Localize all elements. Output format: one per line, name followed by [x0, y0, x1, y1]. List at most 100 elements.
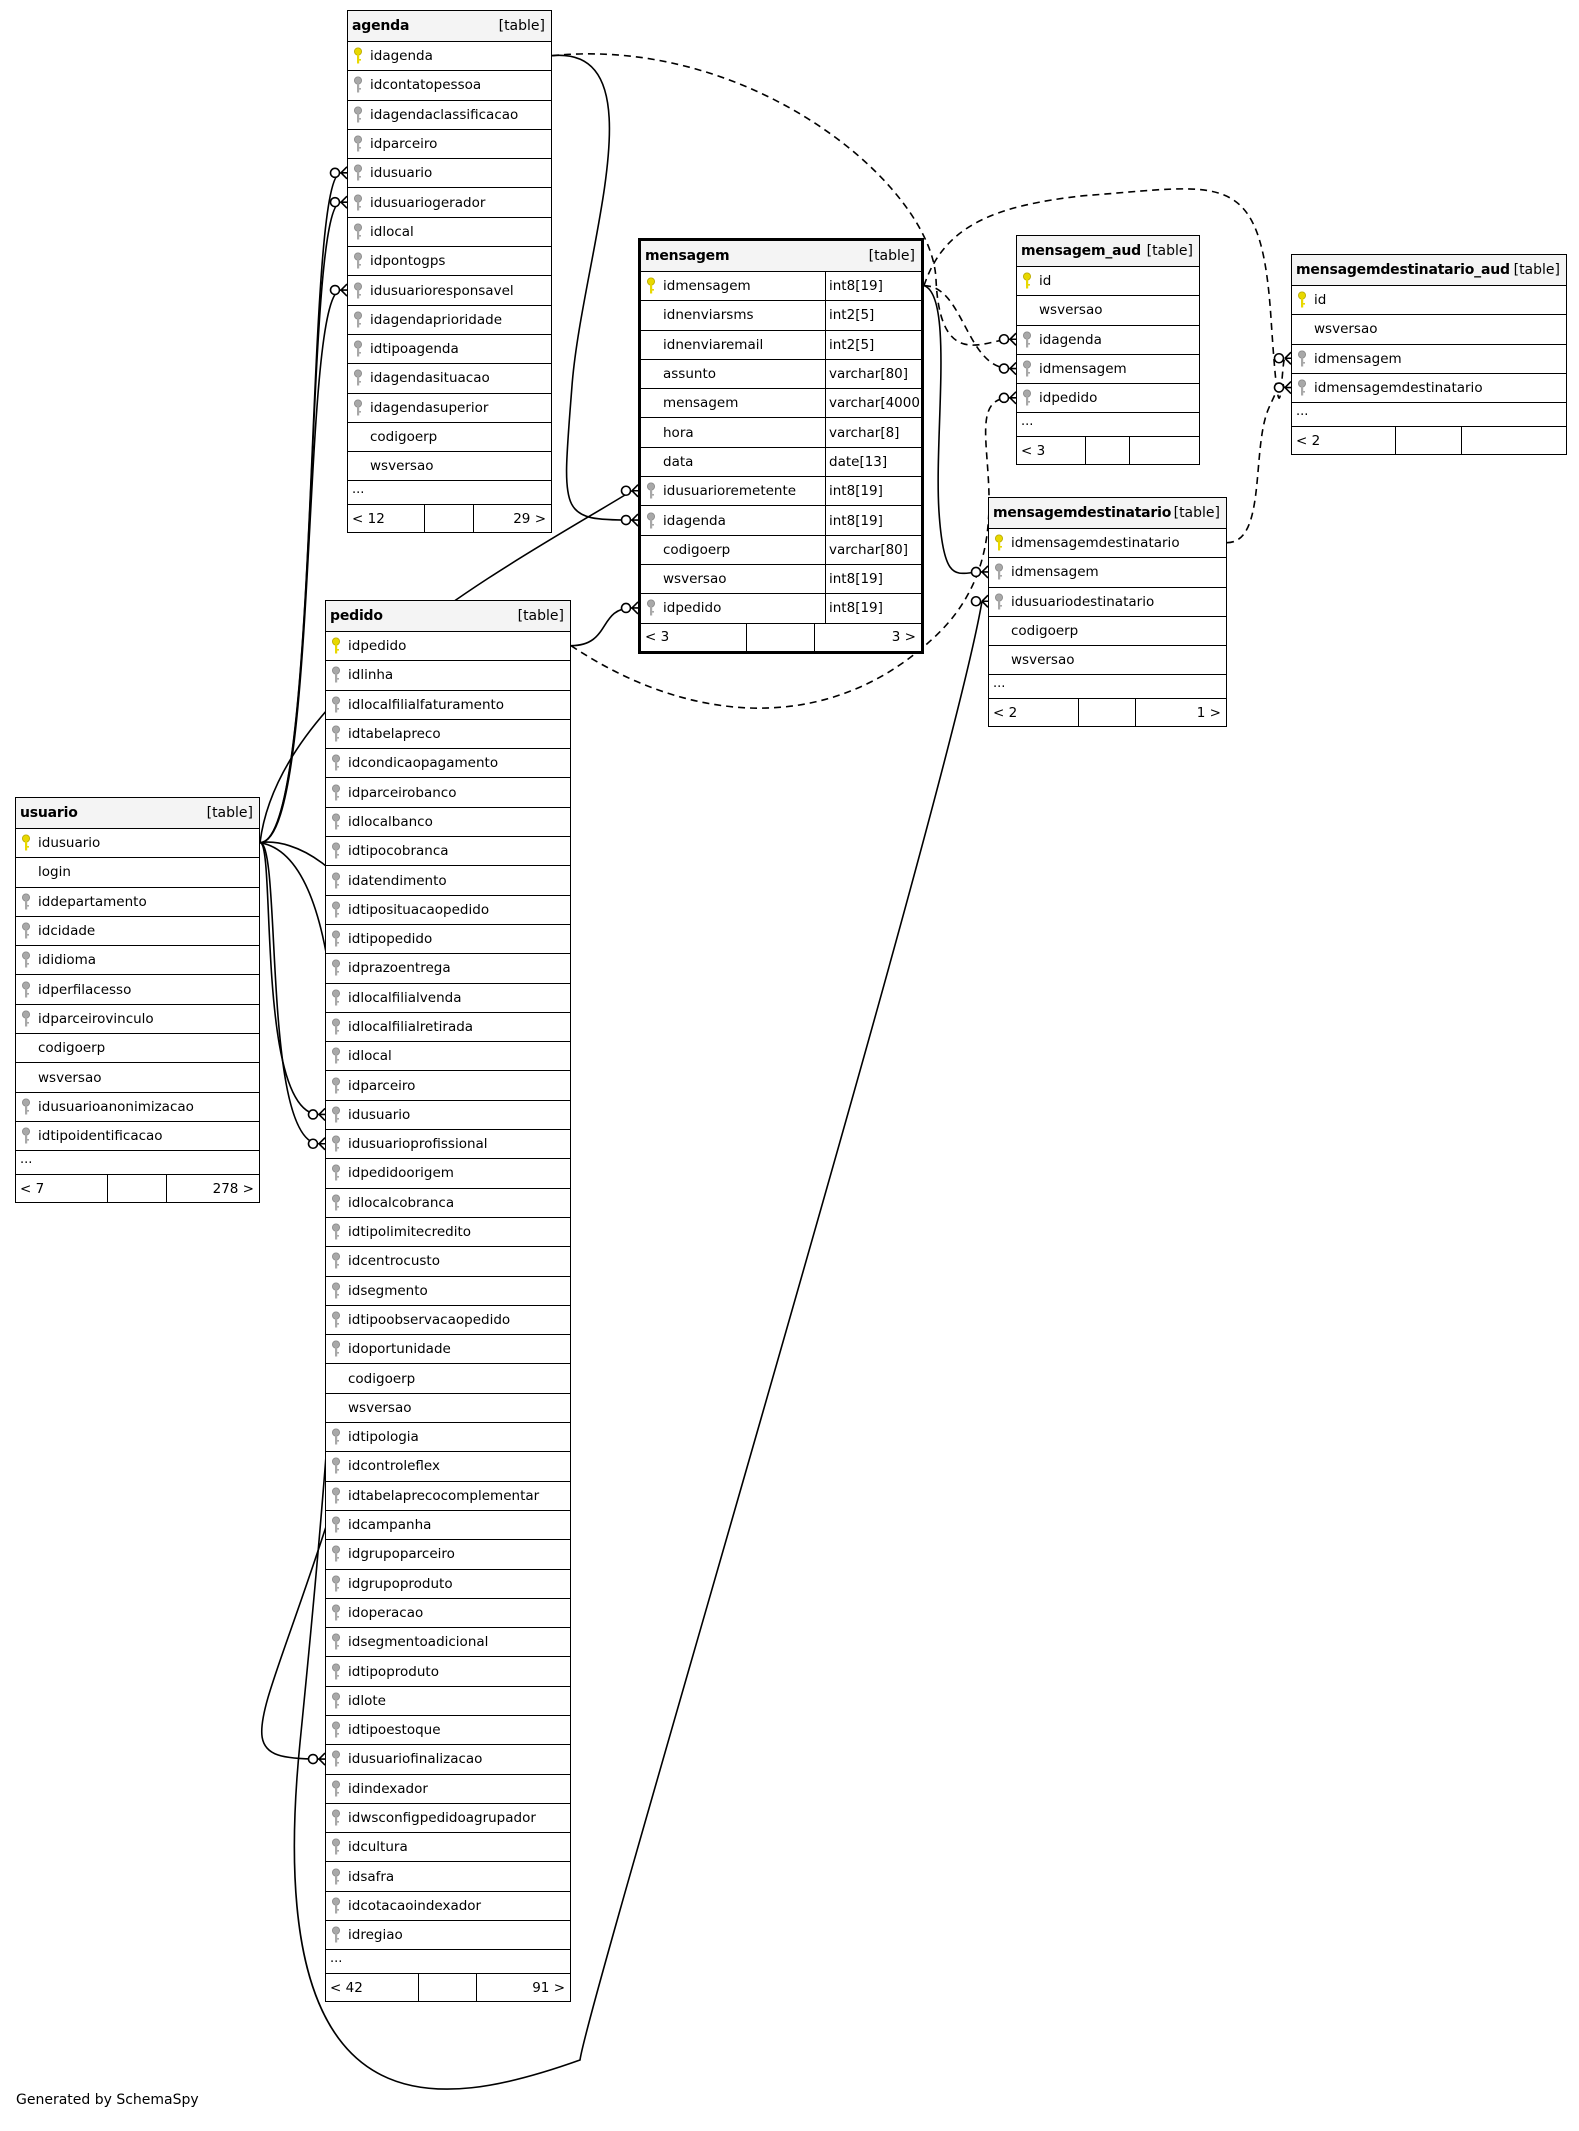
table-header[interactable]: usuario[table] [16, 798, 259, 829]
column-row[interactable]: idusuario [348, 159, 551, 189]
column-row[interactable]: login [16, 858, 259, 888]
column-row[interactable]: idregiao [326, 1921, 570, 1951]
column-row[interactable]: codigoerp [16, 1034, 259, 1064]
column-row[interactable]: idsafra [326, 1862, 570, 1892]
children-count-link[interactable]: 1 > [1196, 704, 1221, 721]
column-row[interactable]: idprazoentrega [326, 954, 570, 984]
parents-count-link[interactable]: < 3 [1017, 437, 1087, 465]
column-row[interactable]: idusuariofinalizacao [326, 1745, 570, 1775]
column-row[interactable]: idcultura [326, 1833, 570, 1863]
column-row[interactable]: idwsconfigpedidoagrupador [326, 1804, 570, 1834]
parents-count-link[interactable]: < 3 [641, 623, 748, 651]
column-row[interactable]: idtipoproduto [326, 1657, 570, 1687]
column-row[interactable]: wsversao [16, 1063, 259, 1093]
column-row[interactable]: idtabelapreco [326, 720, 570, 750]
column-row[interactable]: idoportunidade [326, 1335, 570, 1365]
column-row[interactable]: idmensagem [1292, 345, 1566, 374]
column-row[interactable]: idmensagem [989, 558, 1226, 588]
column-row[interactable]: idmensagemdestinatario [989, 529, 1226, 559]
column-row[interactable]: codigoerp [989, 617, 1226, 647]
column-row[interactable]: idlocalcobranca [326, 1189, 570, 1218]
parents-count-link[interactable]: < 7 [16, 1175, 109, 1203]
column-row[interactable]: idparceirobanco [326, 778, 570, 808]
children-count-link[interactable] [1462, 427, 1566, 454]
column-row[interactable]: codigoerp [326, 1364, 570, 1394]
column-row[interactable]: idsegmento [326, 1277, 570, 1306]
column-row[interactable]: wsversao [1292, 315, 1566, 345]
column-row[interactable]: idtabelaprecocomplementar [326, 1482, 570, 1511]
column-row[interactable]: idsegmentoadicional [326, 1628, 570, 1658]
column-row[interactable]: wsversao [348, 452, 551, 482]
column-row[interactable]: idlocalfilialfaturamento [326, 691, 570, 720]
column-row[interactable]: idagendasuperior [348, 394, 551, 423]
column-row[interactable]: idparceiro [348, 130, 551, 160]
column-row[interactable]: idcontatopessoa [348, 71, 551, 101]
column-row[interactable]: wsversao [326, 1394, 570, 1424]
column-row[interactable]: idusuarioresponsavel [348, 276, 551, 306]
column-row[interactable]: idcontroleflex [326, 1452, 570, 1482]
table-header[interactable]: mensagem[table] [641, 241, 921, 272]
column-row[interactable]: idtiposituacaopedido [326, 896, 570, 925]
table-header[interactable]: agenda[table] [348, 11, 551, 42]
column-row[interactable]: idindexador [326, 1775, 570, 1804]
column-row[interactable]: idparceiro [326, 1071, 570, 1101]
column-row[interactable]: ididioma [16, 946, 259, 976]
parents-count-link[interactable]: < 2 [989, 699, 1080, 727]
column-row[interactable]: idagendaprioridade [348, 306, 551, 335]
column-row[interactable]: idcondicaopagamento [326, 749, 570, 779]
column-row[interactable]: id [1292, 286, 1566, 316]
column-row[interactable]: idmensagem [1017, 355, 1199, 385]
column-row[interactable]: idagenda [348, 42, 551, 72]
column-row[interactable]: idpedidoorigem [326, 1159, 570, 1189]
column-row[interactable]: idtipocobranca [326, 837, 570, 867]
table-mensagemdestinatario[interactable]: mensagemdestinatario[table]idmensagemdes… [988, 497, 1227, 728]
column-row[interactable]: idtipoobservacaopedido [326, 1306, 570, 1336]
column-row[interactable]: idgrupoparceiro [326, 1540, 570, 1570]
table-header[interactable]: mensagemdestinatario[table] [989, 498, 1226, 529]
column-row[interactable]: idcentrocusto [326, 1247, 570, 1277]
column-row[interactable]: idatendimento [326, 866, 570, 896]
column-row[interactable]: idpontogps [348, 247, 551, 277]
column-row[interactable]: idlocal [326, 1042, 570, 1072]
column-row[interactable]: wsversao [989, 646, 1226, 676]
column-row[interactable]: idtipoidentificacao [16, 1122, 259, 1152]
children-count-link[interactable]: 278 > [212, 1180, 254, 1197]
children-count-link[interactable] [1130, 437, 1199, 464]
column-row[interactable]: id [1017, 267, 1199, 297]
children-count-link[interactable]: 3 > [891, 629, 916, 646]
column-row[interactable]: idtipologia [326, 1423, 570, 1453]
column-row[interactable]: idcampanha [326, 1511, 570, 1541]
parents-count-link[interactable]: < 12 [348, 505, 426, 533]
column-row[interactable]: idlinha [326, 661, 570, 691]
column-row[interactable]: idusuariodestinatario [989, 588, 1226, 617]
column-row[interactable]: idusuariogerador [348, 188, 551, 218]
column-row[interactable]: iddepartamento [16, 888, 259, 917]
column-row[interactable]: idusuario [16, 829, 259, 859]
column-row[interactable]: idlocalfilialvenda [326, 984, 570, 1013]
table-header[interactable]: mensagem_aud[table] [1017, 236, 1199, 267]
column-row[interactable]: idpedido [1017, 384, 1199, 414]
column-row[interactable]: idlocalbanco [326, 808, 570, 838]
column-row[interactable]: idtipopedido [326, 925, 570, 955]
column-row[interactable]: idgrupoproduto [326, 1570, 570, 1599]
column-row[interactable]: idpedido [326, 632, 570, 662]
column-row[interactable]: idlote [326, 1687, 570, 1716]
table-header[interactable]: mensagemdestinatario_aud[table] [1292, 255, 1566, 286]
parents-count-link[interactable]: < 42 [326, 1974, 419, 2002]
column-row[interactable]: idcidade [16, 917, 259, 947]
